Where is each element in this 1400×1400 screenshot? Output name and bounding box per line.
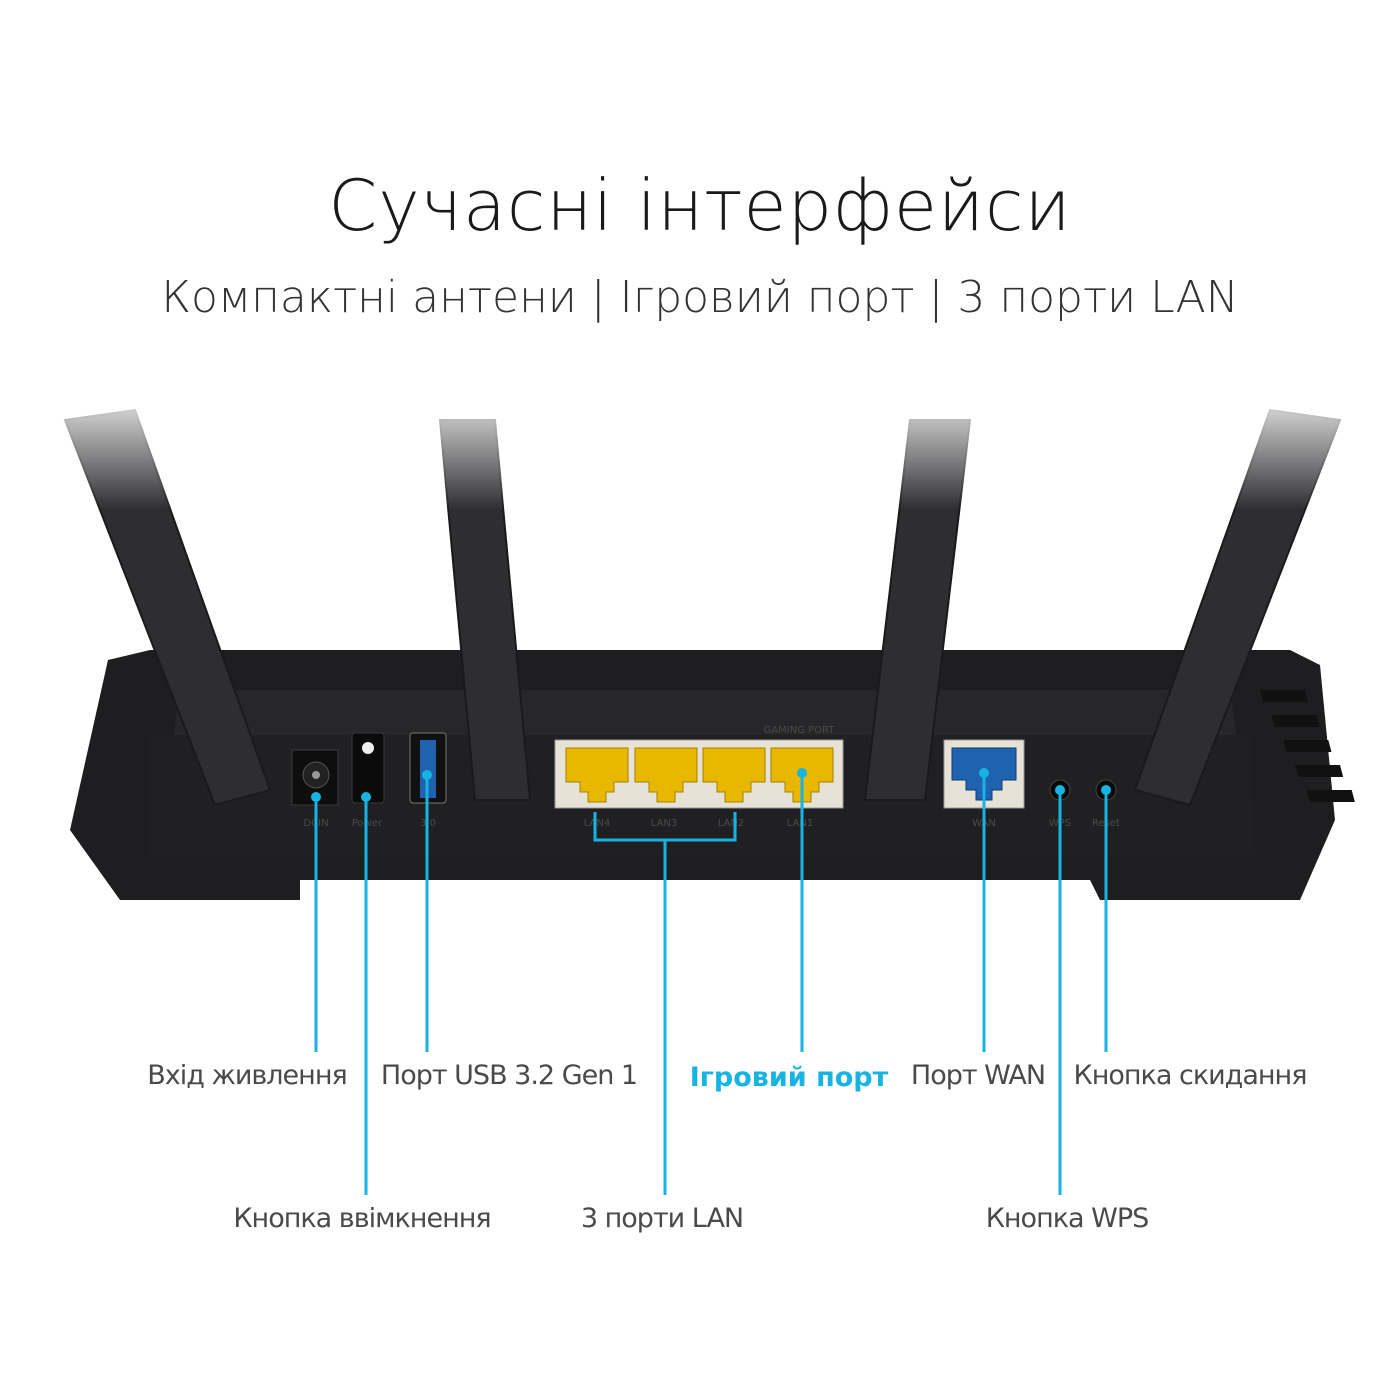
callout-gaming-port: Ігровий порт [689, 1062, 889, 1093]
antennas [63, 408, 1342, 807]
side-vents-right [1259, 690, 1355, 802]
power-button [351, 732, 385, 804]
callout-wan: Порт WAN [910, 1060, 1046, 1091]
page-subtitle: Компактні антени | Ігровий порт | 3 порт… [161, 272, 1239, 323]
port-print-label: LAN4 [584, 818, 610, 829]
dc-in-port [291, 749, 339, 806]
usb-port [409, 732, 447, 804]
port-print-label: LAN3 [651, 818, 677, 829]
lan-port-3 [634, 747, 698, 803]
lan-port-block [554, 739, 844, 809]
callout-dots [311, 768, 1111, 802]
callout-usb: Порт USB 3.2 Gen 1 [380, 1060, 638, 1091]
page-title: Сучасні інтерфейси [328, 165, 1072, 247]
port-print-label: LAN1 [787, 818, 813, 829]
callout-dc-in: Вхід живлення [147, 1060, 347, 1091]
callout-lan: 3 порти LAN [580, 1203, 744, 1234]
port-print-label: LAN2 [718, 818, 744, 829]
callout-wps: Кнопка WPS [985, 1203, 1150, 1234]
lan-port-2 [702, 747, 766, 803]
callout-lines [314, 773, 1108, 1195]
lan-port-4 [565, 747, 629, 803]
callout-power: Кнопка ввімкнення [233, 1203, 491, 1234]
gaming-port-print: GAMING PORT [764, 725, 836, 736]
callout-reset: Кнопка скидання [1073, 1060, 1308, 1091]
